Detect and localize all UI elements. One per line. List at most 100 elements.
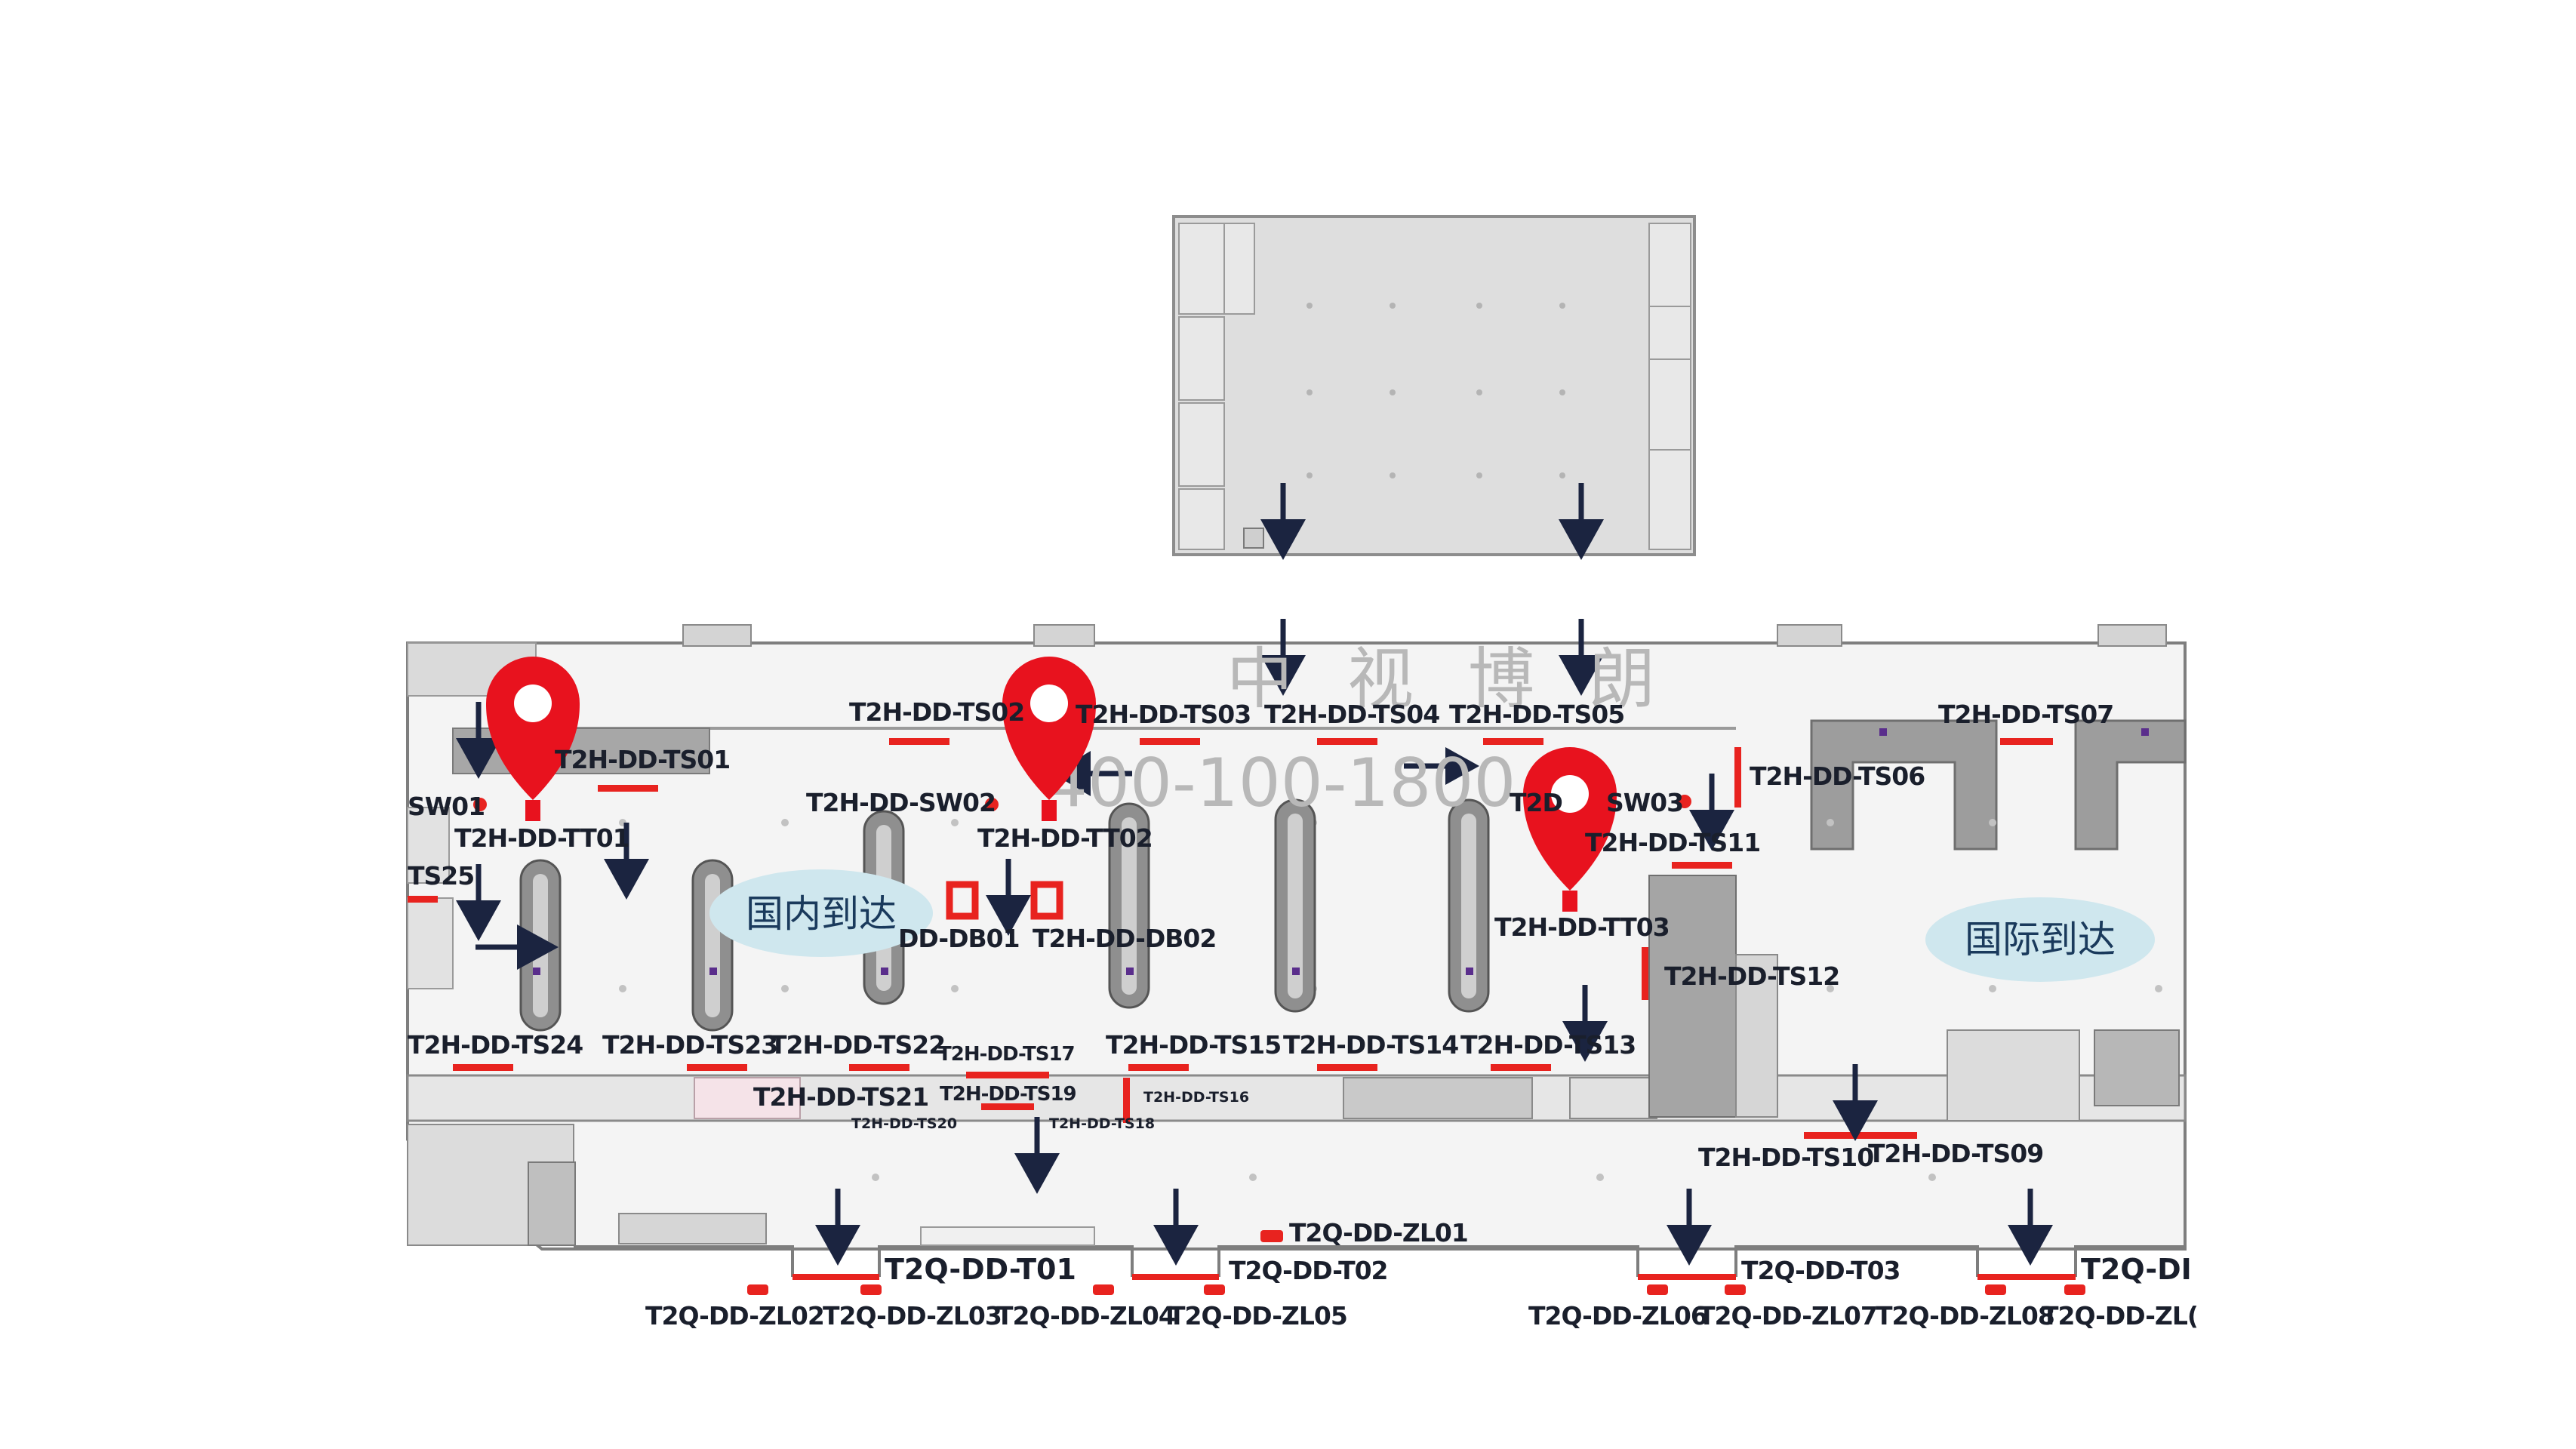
label-ts06: T2H-DD-TS06 (1750, 761, 1925, 791)
ad-placements (408, 738, 2085, 1295)
label-ts17: T2H-DD-TS17 (938, 1043, 1075, 1066)
label-ts11: T2H-DD-TS11 (1585, 828, 1760, 857)
label-sw03: SW03 (1606, 788, 1683, 817)
zone-international-label: 国际到达 (1965, 918, 2116, 961)
ad-placement-marker-icon (849, 1064, 909, 1071)
ad-placement-marker-icon (1804, 1132, 1917, 1139)
flow-arrow-icon (475, 924, 559, 970)
ad-placement-marker-icon (1647, 1284, 1668, 1295)
ad-placement-marker-icon (1128, 1064, 1189, 1071)
ad-placement-marker-icon (981, 1103, 1034, 1110)
ad-placement-marker-icon (860, 1284, 882, 1295)
label-zl04: T2Q-DD-ZL04 (996, 1301, 1175, 1331)
watermark-phone: 400-100-1800 (1045, 744, 1516, 822)
ad-placement-marker-icon (1483, 738, 1543, 745)
ad-placement-marker-icon (747, 1284, 768, 1295)
location-labels: T2H-DD-TS01 T2H-DD-TS02 T2H-DD-TS03 T2H-… (408, 697, 2199, 1331)
label-ts16: T2H-DD-TS16 (1143, 1089, 1249, 1106)
label-tt03: T2H-DD-TT03 (1494, 912, 1670, 942)
ad-placement-marker-icon (2064, 1284, 2085, 1295)
ad-placement-marker-icon (453, 1064, 513, 1071)
label-ts15: T2H-DD-TS15 (1106, 1030, 1281, 1060)
label-t2d: T2D (1510, 788, 1562, 817)
label-ts03: T2H-DD-TS03 (1076, 700, 1251, 729)
ad-placement-marker-icon (1725, 1284, 1746, 1295)
label-q-t04: T2Q-DI (2081, 1253, 2192, 1286)
ad-placement-marker-icon (1093, 1284, 1114, 1295)
label-q-t02: T2Q-DD-T02 (1229, 1256, 1388, 1285)
label-db02: T2H-DD-DB02 (1033, 924, 1216, 953)
ad-placement-marker-icon (1642, 947, 1648, 1000)
baggage-carousel-icon (1108, 802, 1150, 1009)
label-zl09: T2Q-DD-ZL( (2042, 1301, 2198, 1331)
label-zl08: T2Q-DD-ZL08 (1876, 1301, 2054, 1331)
watermark: 中 视 博 朗 400-100-1800 (1045, 640, 1672, 822)
label-ts24: T2H-DD-TS24 (408, 1030, 583, 1060)
ad-placement-marker-icon (889, 738, 949, 745)
label-zl02: T2Q-DD-ZL02 (645, 1301, 824, 1331)
label-ts05: T2H-DD-TS05 (1449, 700, 1624, 729)
location-pins (486, 657, 1617, 912)
db-display-markers (946, 881, 1063, 920)
zone-international: 国际到达 (1925, 897, 2155, 982)
ad-placement-marker-icon (1977, 1274, 2076, 1280)
label-ts20: T2H-DD-TS20 (851, 1115, 957, 1132)
ad-placement-marker-icon (1985, 1284, 2006, 1295)
label-q-t01: T2Q-DD-T01 (885, 1253, 1076, 1286)
label-ts01: T2H-DD-TS01 (555, 745, 730, 774)
ad-placement-marker-icon (687, 1064, 747, 1071)
ad-placement-marker-icon (1140, 738, 1200, 745)
zone-domestic: 国内到达 (709, 869, 933, 957)
label-ts23: T2H-DD-TS23 (602, 1030, 777, 1060)
label-zl06: T2Q-DD-ZL06 (1528, 1301, 1707, 1331)
label-zl01: T2Q-DD-ZL01 (1289, 1218, 1468, 1247)
zone-domestic-label: 国内到达 (746, 892, 897, 936)
label-ts07: T2H-DD-TS07 (1938, 700, 2113, 729)
ad-placement-marker-icon (1678, 795, 1691, 808)
ad-placement-marker-icon (598, 785, 658, 792)
ad-placement-marker-icon (2000, 738, 2053, 745)
flow-arrow-icon (1404, 747, 1479, 785)
label-zl07: T2Q-DD-ZL07 (1698, 1301, 1877, 1331)
label-ts13: T2H-DD-TS13 (1460, 1030, 1636, 1060)
label-ts10: T2H-DD-TS10 (1698, 1143, 1873, 1172)
label-ts09: T2H-DD-TS09 (1868, 1139, 2043, 1168)
ad-placement-marker-icon (1672, 862, 1732, 869)
label-zl05: T2Q-DD-ZL05 (1168, 1301, 1347, 1331)
label-ts21: T2H-DD-TS21 (753, 1082, 928, 1112)
label-ts12: T2H-DD-TS12 (1664, 961, 1839, 991)
label-sw01: SW01 (408, 792, 485, 821)
label-ts19: T2H-DD-TS19 (940, 1083, 1076, 1106)
label-tt01: T2H-DD-TT01 (454, 823, 629, 853)
baggage-carousel-icon (1274, 798, 1316, 1013)
label-ts02: T2H-DD-TS02 (849, 697, 1024, 727)
ad-placement-marker-icon (408, 896, 438, 903)
label-ts18: T2H-DD-TS18 (1049, 1115, 1155, 1132)
ad-placement-marker-icon (1638, 1274, 1736, 1280)
ad-placement-marker-icon (1204, 1284, 1225, 1295)
label-q-t03: T2Q-DD-T03 (1741, 1256, 1900, 1285)
ad-placement-marker-icon (1317, 1064, 1377, 1071)
baggage-carousel-icon (1448, 798, 1490, 1013)
ad-placement-marker-icon (985, 798, 999, 811)
ad-placement-marker-icon (1491, 1064, 1551, 1071)
label-zl03: T2Q-DD-ZL03 (823, 1301, 1002, 1331)
label-ts04: T2H-DD-TS04 (1264, 700, 1439, 729)
flow-arrow-icon (1053, 751, 1132, 796)
ad-placement-marker-icon (1132, 1274, 1219, 1280)
ad-placement-marker-icon (1123, 1078, 1130, 1123)
label-sw02: T2H-DD-SW02 (806, 788, 996, 817)
label-ts14: T2H-DD-TS14 (1283, 1030, 1458, 1060)
ad-placement-marker-icon (473, 798, 487, 811)
ad-placement-marker-icon (1317, 738, 1377, 745)
baggage-carousel-icon (691, 859, 734, 1032)
watermark-name: 中 视 博 朗 (1226, 640, 1672, 718)
ad-placement-marker-icon (1260, 1230, 1283, 1242)
label-db01: DD-DB01 (898, 924, 1020, 953)
label-tt02: T2H-DD-TT02 (977, 823, 1153, 853)
ad-placement-marker-icon (792, 1274, 879, 1280)
upper-building (1172, 215, 1696, 556)
label-ts25: TS25 (408, 861, 474, 891)
flow-arrows (456, 483, 2053, 1266)
